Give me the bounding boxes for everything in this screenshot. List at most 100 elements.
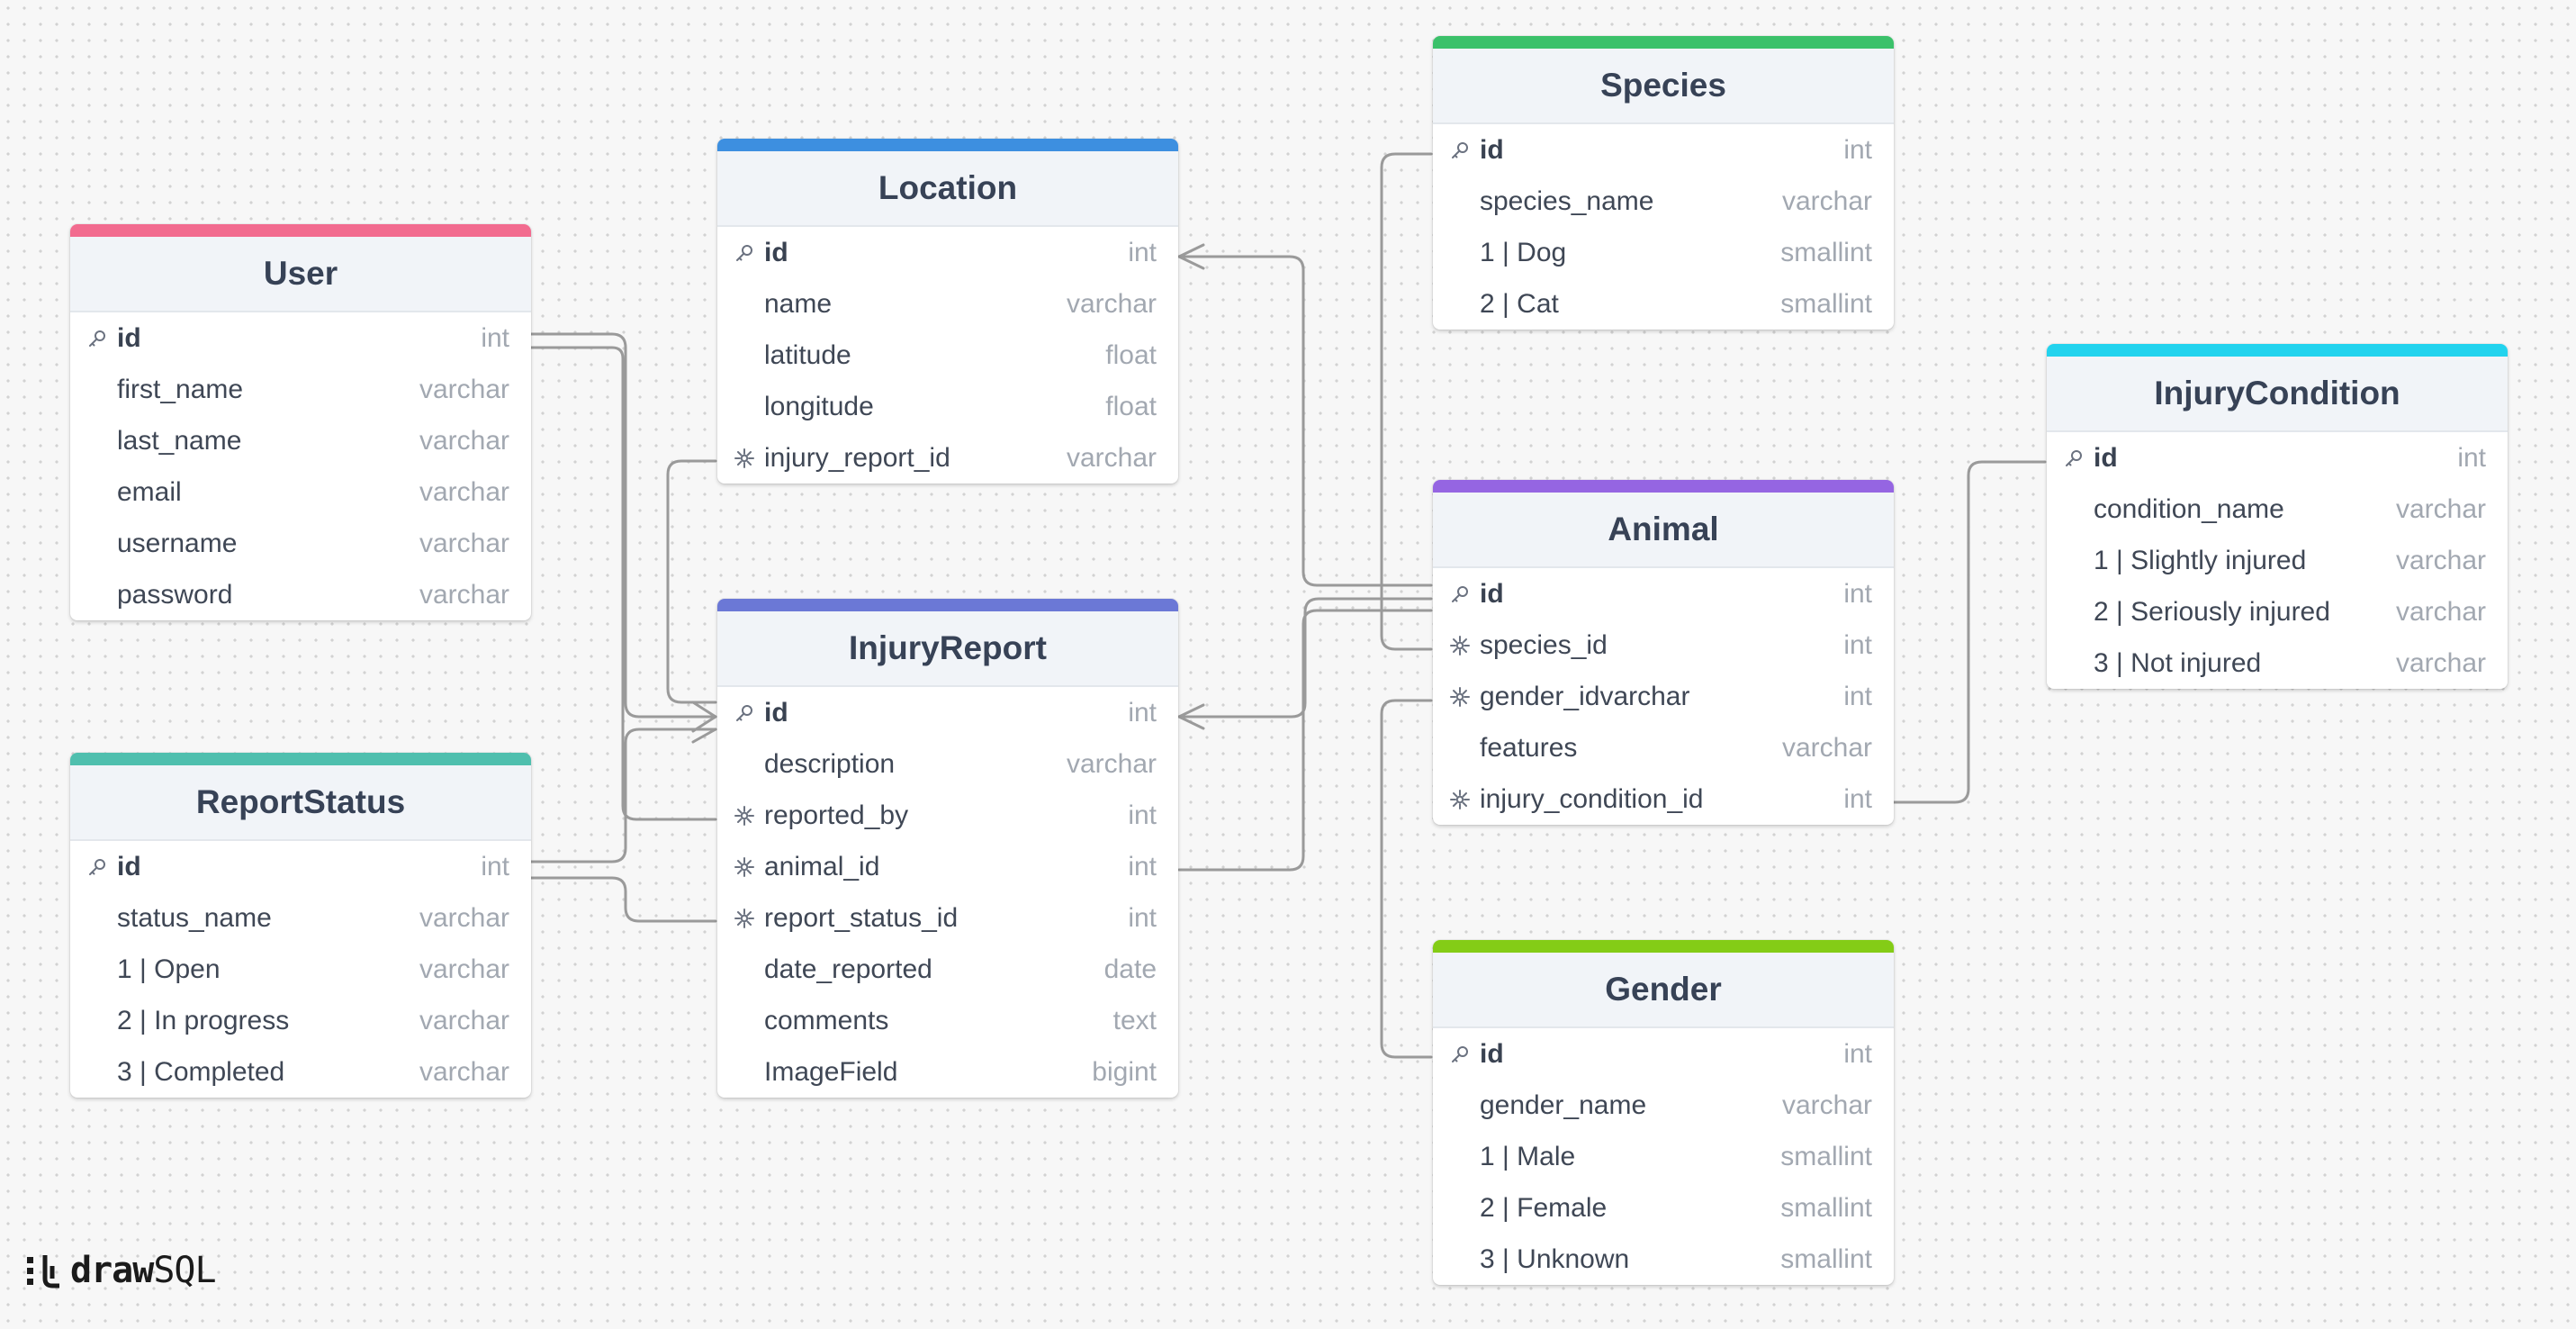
connector-reportstatus-injuryreport: [529, 728, 717, 863]
table-title[interactable]: Location: [717, 151, 1178, 227]
crowfoot-location-id: [1177, 243, 1205, 270]
foreign-key-icon: [1448, 671, 1472, 722]
column-name: species_name: [1480, 186, 1654, 216]
column-name: name: [764, 289, 833, 319]
column-name: id: [1480, 579, 1504, 609]
table-title[interactable]: Animal: [1433, 493, 1894, 568]
brand-word-light: SQL: [153, 1250, 216, 1291]
column-name: 1 | Open: [117, 954, 221, 984]
table-color-bar: [717, 139, 1178, 151]
column-row[interactable]: 2 | Cat smallint: [1433, 278, 1894, 330]
column-type: varchar: [419, 1006, 509, 1035]
column-name: id: [1480, 135, 1504, 165]
column-type: varchar: [1066, 443, 1157, 473]
column-type: smallint: [1780, 238, 1872, 267]
column-name: 2 | In progress: [117, 1006, 290, 1035]
connector-animal-animal-id: [1177, 609, 1433, 872]
table-title[interactable]: User: [70, 237, 531, 312]
column-row[interactable]: features varchar: [1433, 722, 1894, 773]
table-title[interactable]: InjuryReport: [717, 611, 1178, 687]
column-name: username: [117, 529, 238, 558]
table-title[interactable]: Species: [1433, 49, 1894, 124]
column-type: varchar: [2395, 597, 2486, 627]
column-type: varchar: [1781, 733, 1872, 763]
primary-key-icon: [86, 312, 109, 364]
column-name: features: [1480, 733, 1578, 763]
primary-key-icon: [1448, 124, 1472, 176]
table-title[interactable]: Gender: [1433, 953, 1894, 1028]
column-name: reported_by: [764, 800, 909, 830]
column-type: varchar: [419, 1057, 509, 1087]
column-type: int: [481, 323, 509, 353]
column-name: injury_condition_id: [1480, 784, 1704, 814]
brand-word-bold: draw: [70, 1250, 154, 1291]
column-name: comments: [764, 1006, 889, 1035]
table-title[interactable]: ReportStatus: [70, 765, 531, 841]
table-title[interactable]: InjuryCondition: [2047, 357, 2508, 432]
column-type: int: [1843, 630, 1872, 660]
column-type: int: [1843, 682, 1872, 711]
column-type: date: [1103, 954, 1157, 984]
column-row[interactable]: 2 | In progress varchar: [70, 995, 531, 1046]
column-type: varchar: [419, 375, 509, 404]
connector-reportstatus-status-id: [529, 876, 717, 923]
column-type: smallint: [1780, 1193, 1872, 1223]
table-color-bar: [1433, 36, 1894, 49]
column-type: smallint: [1780, 289, 1872, 319]
column-name: 2 | Cat: [1480, 289, 1559, 319]
primary-key-icon: [2062, 432, 2085, 484]
column-name: status_name: [117, 903, 272, 933]
column-type: smallint: [1780, 1244, 1872, 1274]
